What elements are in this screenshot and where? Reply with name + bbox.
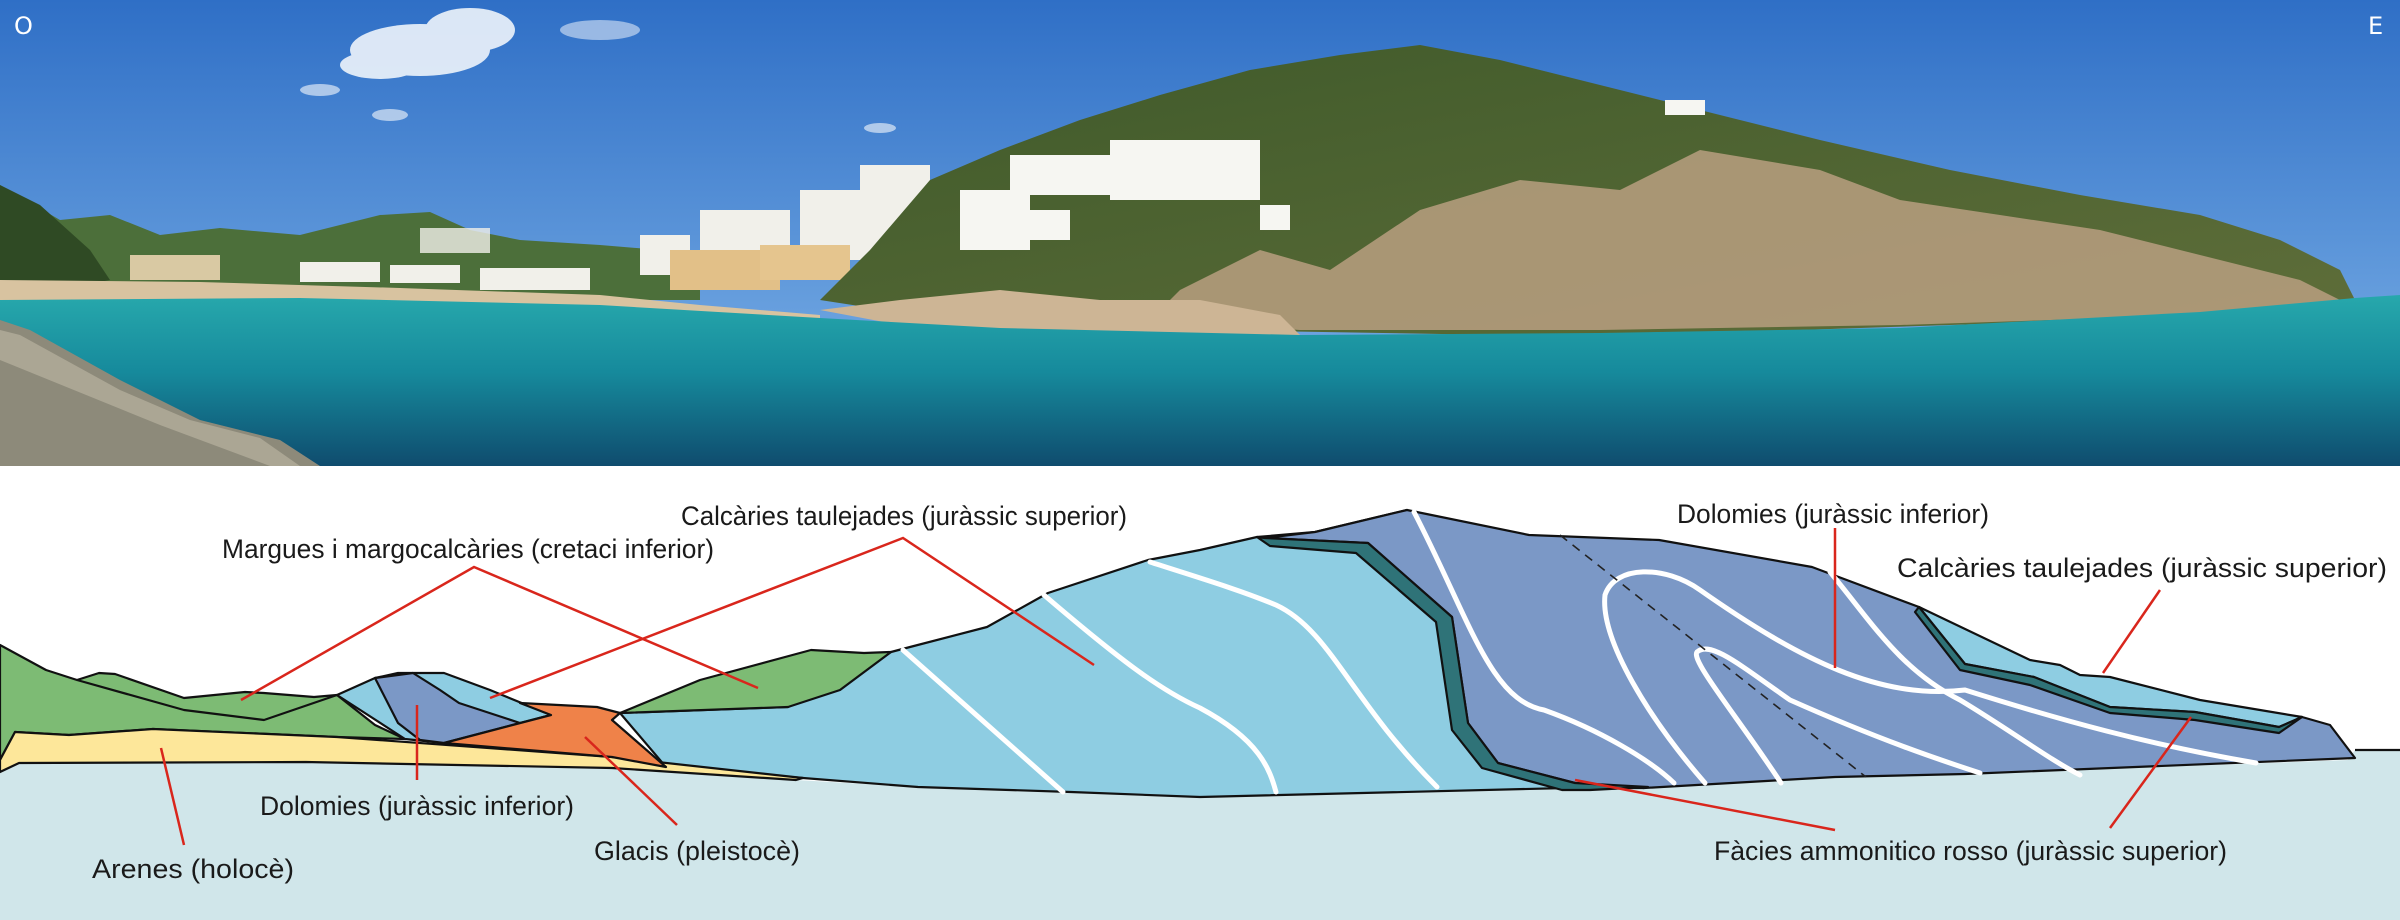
sea-layer [0, 750, 2400, 920]
town-buildings [130, 165, 930, 290]
label-glacis: Glacis (pleistocè) [594, 836, 800, 866]
panorama-photo: O E [0, 0, 2400, 466]
clouds [300, 8, 896, 133]
hotel-buildings [960, 100, 1705, 250]
west-label: O [14, 12, 33, 40]
arenes-layer [0, 727, 805, 782]
east-label: E [2368, 12, 2383, 40]
cross-section [0, 466, 2400, 920]
label-calcaries-right: Calcàries taulejades (juràssic superior) [1897, 553, 2387, 583]
left-wooded-slope [0, 185, 110, 300]
margues-layer-right [618, 648, 893, 715]
leader-lines [159, 528, 2193, 846]
fold-axis-dashed [1559, 534, 1867, 778]
label-calcaries-left: Calcàries taulejades (juràssic superior) [681, 501, 1127, 531]
sea-water [0, 295, 2400, 466]
label-dolomies-left: Dolomies (juràssic inferior) [260, 791, 574, 821]
glacis-layer [442, 701, 668, 769]
label-margues: Margues i margocalcàries (cretaci inferi… [222, 534, 714, 564]
labels: Margues i margocalcàries (cretaci inferi… [92, 499, 2387, 884]
bedding-lines [900, 509, 2259, 795]
label-dolomies-right: Dolomies (juràssic inferior) [1677, 499, 1989, 529]
cliff-rock [1150, 150, 2340, 330]
label-arenes: Arenes (holocè) [92, 854, 294, 884]
foreground-rock [820, 290, 1300, 335]
promenade [0, 320, 320, 466]
facies-layer-right [1913, 605, 2304, 735]
label-facies: Fàcies ammonitico rosso (juràssic superi… [1714, 836, 2227, 866]
promenade-edge [0, 330, 300, 466]
